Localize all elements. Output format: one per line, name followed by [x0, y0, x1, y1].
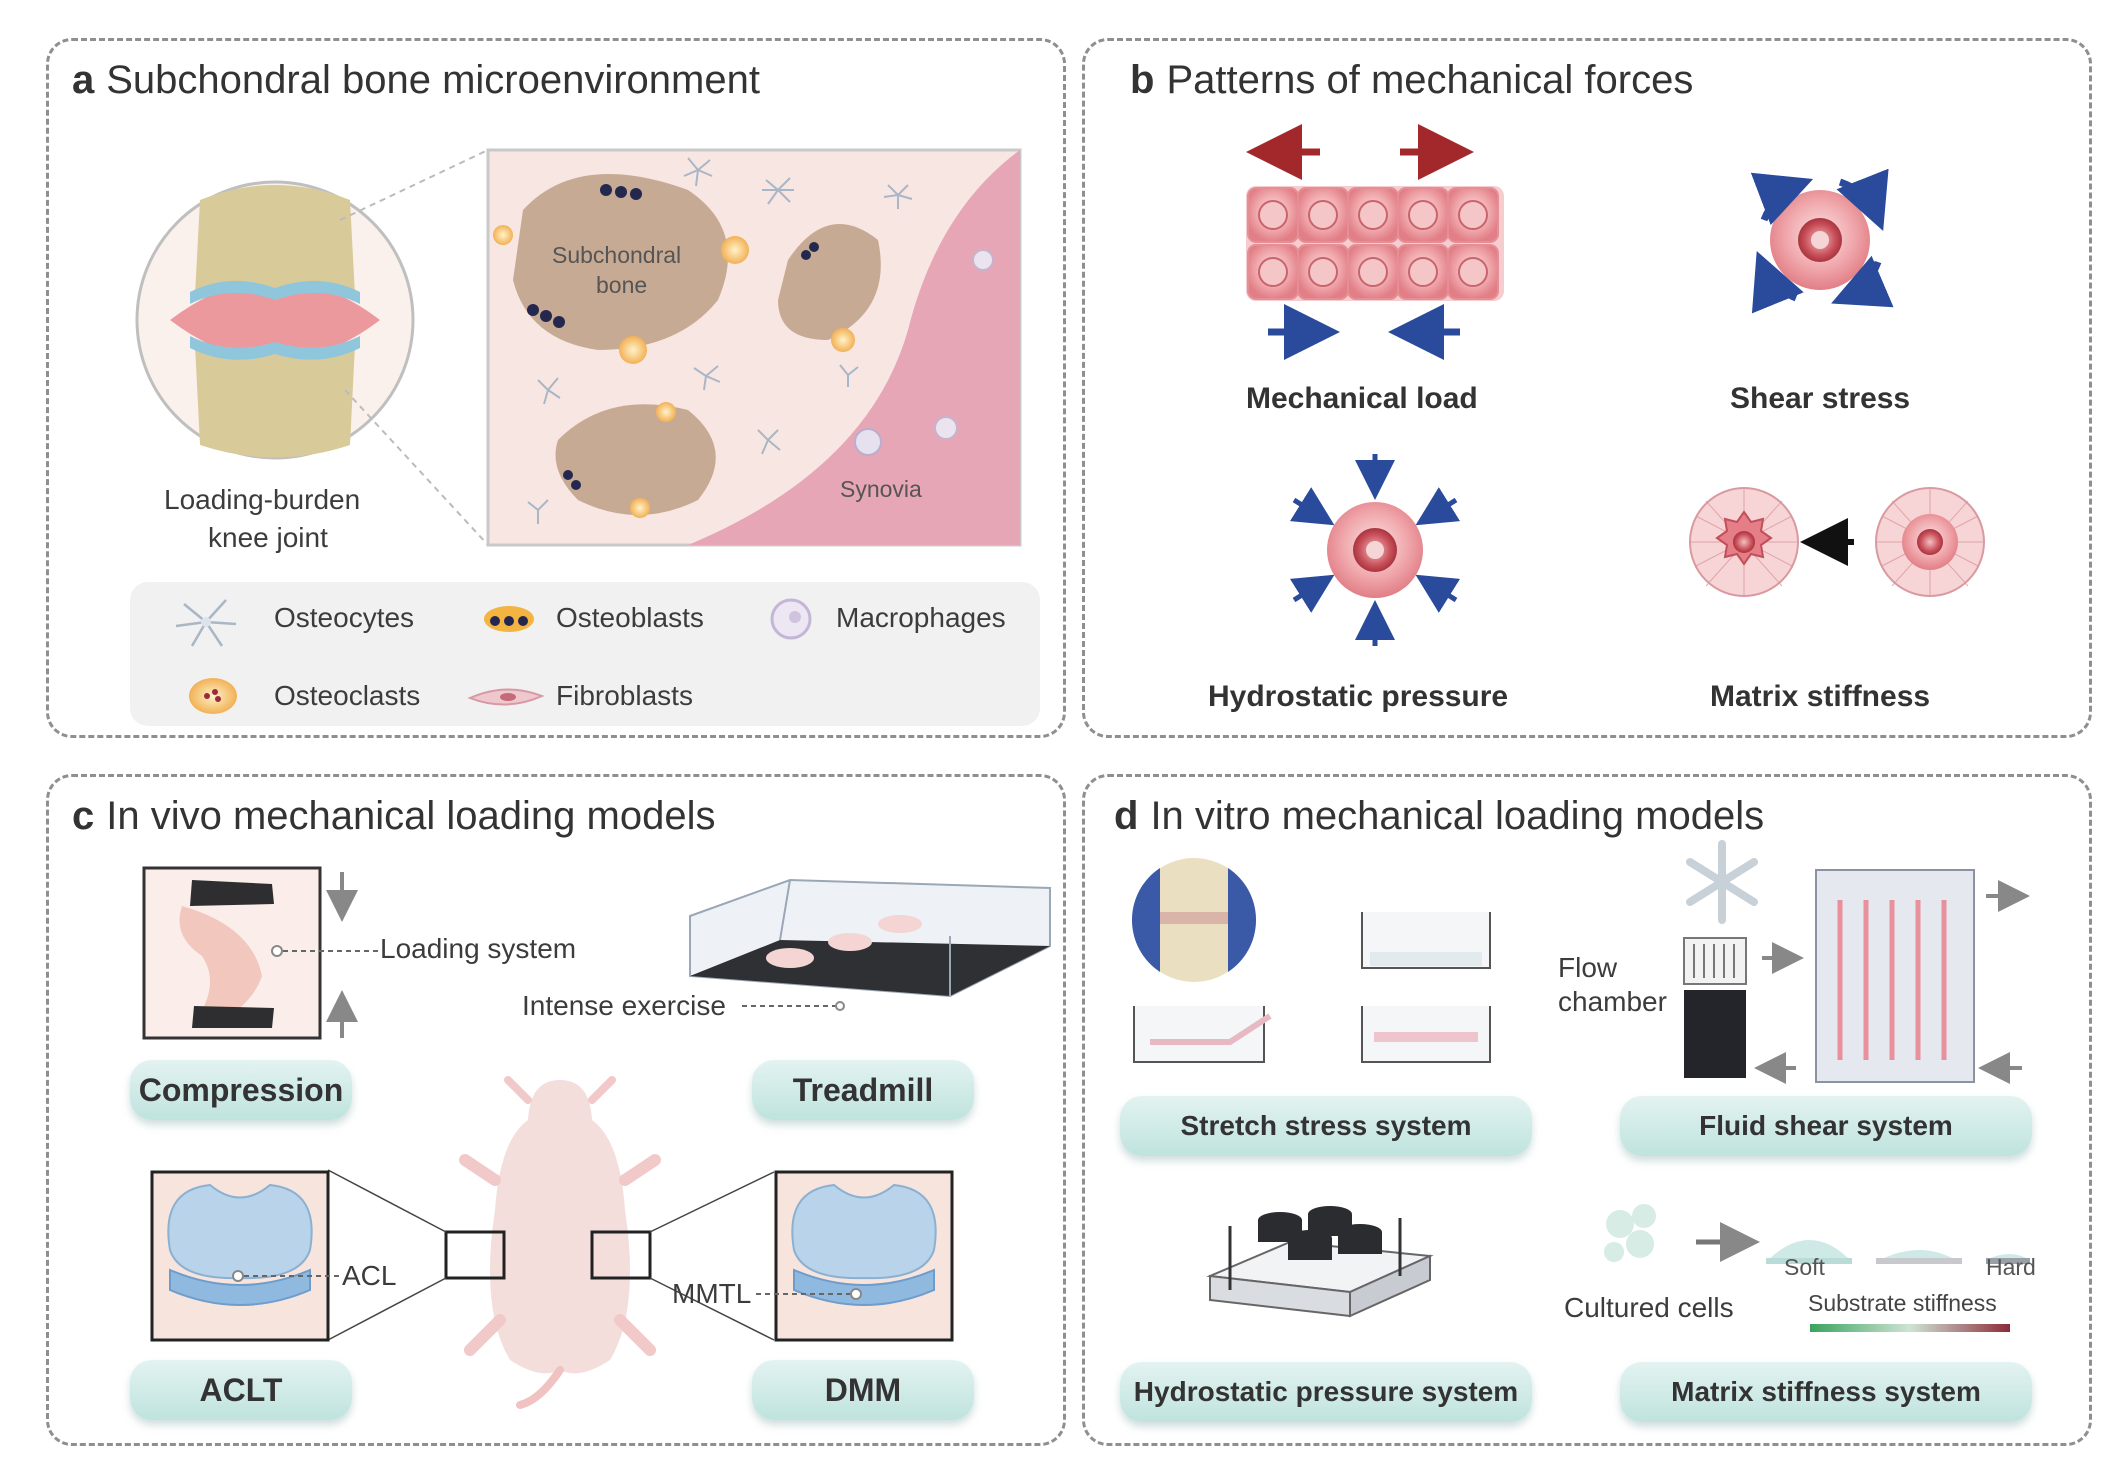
joint-label-line2: knee joint [208, 522, 328, 553]
matrix-stiffness-illustration [1689, 487, 1985, 597]
panel-c-title-text: In vivo mechanical loading models [106, 794, 716, 838]
legend-osteoclasts: Osteoclasts [274, 680, 421, 711]
matrix-stiffness-system-pill: Matrix stiffness system [1620, 1362, 2032, 1422]
stretch-stress-illustration [1131, 858, 1491, 1063]
dmm-knee-illustration [774, 1170, 954, 1342]
microenvironment-box [486, 148, 1022, 547]
panel-a-letter: a [72, 58, 95, 102]
panel-a [46, 38, 1066, 738]
osteoblasts-icon [484, 606, 534, 632]
cell-legend [130, 582, 1040, 726]
hydrostatic-pressure-illustration [1289, 454, 1461, 646]
shear-stress-illustration [1750, 168, 1894, 314]
matrix-stiffness-system-illustration [1604, 1204, 2030, 1332]
flow-chamber-label-line2: chamber [1558, 986, 1667, 1017]
intense-exercise-label: Intense exercise [522, 990, 726, 1021]
soft-label: Soft [1784, 1254, 1825, 1280]
synovia-label: Synovia [840, 476, 922, 502]
mechanical-load-illustration [1246, 124, 1504, 360]
panel-c [46, 774, 1066, 1446]
osteoclasts-icon [189, 678, 237, 714]
compression-illustration [142, 866, 378, 1040]
legend-fibroblasts: Fibroblasts [556, 680, 693, 711]
hard-label: Hard [1986, 1254, 2036, 1280]
fibroblasts-icon [467, 688, 545, 706]
treadmill-pill: Treadmill [752, 1060, 974, 1120]
mouse-illustration [459, 1076, 661, 1409]
flow-chamber-label-line1: Flow [1558, 952, 1618, 983]
shear-stress-label: Shear stress [1730, 382, 1911, 415]
legend-osteocytes: Osteocytes [274, 602, 415, 633]
osteocytes-icon [175, 599, 237, 647]
joint-label-line1: Loading-burden [164, 484, 361, 515]
panel-b [1082, 38, 2092, 738]
fluid-shear-pill: Fluid shear system [1620, 1096, 2032, 1156]
subchondral-bone-label-line1: Subchondral [552, 242, 682, 268]
substrate-stiffness-label: Substrate stiffness [1808, 1290, 1997, 1316]
panel-d [1082, 774, 2092, 1446]
mmtl-label: MMTL [672, 1278, 752, 1309]
stretch-stress-pill: Stretch stress system [1120, 1096, 1532, 1156]
panel-b-letter: b [1130, 58, 1155, 102]
panel-b-title-text: Patterns of mechanical forces [1166, 58, 1694, 102]
hydrostatic-pressure-device-illustration [1206, 1206, 1434, 1318]
knee-joint-illustration [135, 180, 415, 460]
legend-osteoblasts: Osteoblasts [556, 602, 704, 633]
fluid-shear-illustration [1683, 840, 2030, 1084]
hydrostatic-pressure-label: Hydrostatic pressure [1208, 680, 1509, 713]
mechanical-load-label: Mechanical load [1246, 382, 1478, 415]
macrophages-icon [770, 598, 812, 640]
panel-c-letter: c [72, 794, 95, 838]
matrix-stiffness-label: Matrix stiffness [1710, 680, 1931, 713]
dmm-pill: DMM [752, 1360, 974, 1420]
loading-system-label: Loading system [380, 933, 577, 964]
panel-d-letter: d [1114, 794, 1139, 838]
hydrostatic-pressure-system-pill: Hydrostatic pressure system [1120, 1362, 1532, 1422]
compression-pill: Compression [130, 1060, 352, 1120]
aclt-knee-illustration [150, 1170, 330, 1342]
acl-label: ACL [342, 1260, 397, 1291]
subchondral-bone-label-line2: bone [596, 272, 648, 298]
aclt-pill: ACLT [130, 1360, 352, 1420]
panel-a-title-text: Subchondral bone microenvironment [106, 58, 760, 102]
legend-macrophages: Macrophages [836, 602, 1006, 633]
cultured-cells-label: Cultured cells [1564, 1292, 1734, 1323]
panel-d-title-text: In vitro mechanical loading models [1150, 794, 1765, 838]
treadmill-illustration [689, 878, 1051, 998]
